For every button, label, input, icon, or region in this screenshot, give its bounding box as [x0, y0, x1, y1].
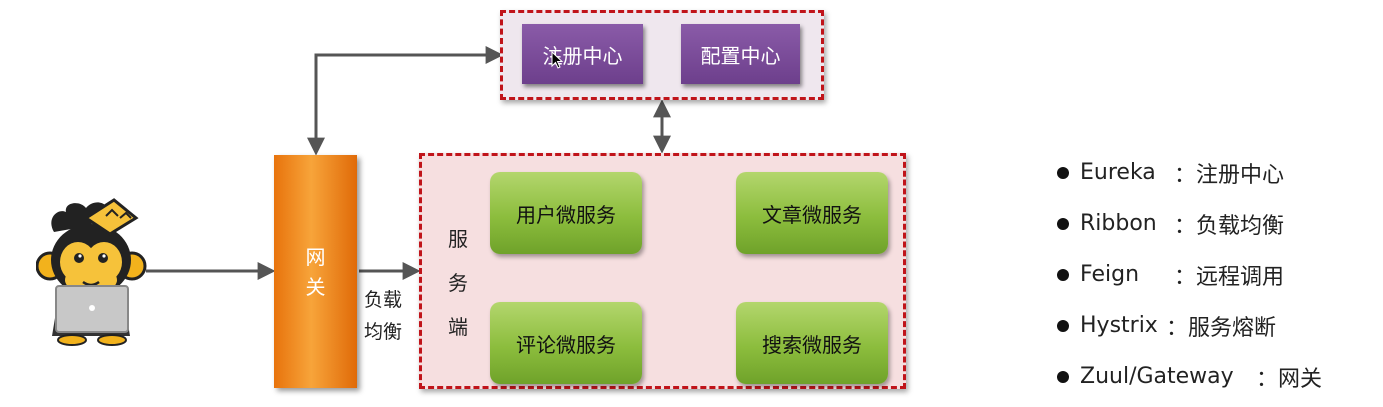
legend-item-eureka: Eureka ： 注册中心	[1057, 147, 1322, 198]
legend-item-feign: Feign ： 远程调用	[1057, 249, 1322, 300]
gateway-label-line1: 网	[305, 244, 326, 269]
bullet-icon	[1057, 166, 1069, 179]
client-mascot-icon	[36, 198, 147, 346]
search-service-label: 搜索微服务	[762, 332, 862, 357]
comment-service-box: 评论微服务	[490, 302, 642, 384]
legend-desc: 远程调用	[1196, 264, 1285, 290]
server-side-char-1: 服	[448, 227, 468, 251]
component-legend: Eureka ： 注册中心 Ribbon ： 负载均衡 Feign ： 远程调用…	[1057, 147, 1322, 402]
server-side-char-2: 务	[448, 271, 468, 295]
article-service-label: 文章微服务	[762, 202, 862, 227]
legend-separator: ：	[1174, 162, 1197, 188]
legend-term: Hystrix	[1080, 313, 1158, 338]
legend-term: Zuul/Gateway	[1080, 364, 1234, 389]
legend-separator: ：	[1256, 366, 1279, 392]
legend-separator: ：	[1174, 213, 1197, 239]
load-balance-line1: 负载	[364, 289, 403, 311]
bullet-icon	[1057, 319, 1069, 332]
bullet-icon	[1057, 217, 1069, 230]
gateway-label-line2: 关	[305, 274, 326, 299]
config-center-box: 配置中心	[681, 24, 800, 84]
search-service-box: 搜索微服务	[736, 302, 888, 384]
server-side-char-3: 端	[448, 315, 468, 339]
config-center-label: 配置中心	[700, 43, 781, 68]
legend-term: Ribbon	[1080, 211, 1157, 236]
legend-item-ribbon: Ribbon ： 负载均衡	[1057, 198, 1322, 249]
server-side-label: 服 务 端	[443, 217, 473, 349]
mouse-cursor-icon	[551, 51, 564, 69]
legend-desc: 网关	[1278, 366, 1323, 392]
legend-separator: ：	[1174, 264, 1197, 290]
legend-item-hystrix: Hystrix ： 服务熔断	[1057, 300, 1322, 351]
bullet-icon	[1057, 268, 1069, 281]
legend-term: Eureka	[1080, 160, 1156, 185]
legend-desc: 负载均衡	[1196, 213, 1285, 239]
legend-item-zuul-gateway: Zuul/Gateway ： 网关	[1057, 351, 1322, 402]
legend-desc: 注册中心	[1196, 162, 1285, 188]
comment-service-label: 评论微服务	[516, 332, 616, 357]
legend-separator: ：	[1166, 315, 1189, 341]
user-service-box: 用户微服务	[490, 172, 642, 254]
legend-term: Feign	[1080, 262, 1140, 287]
user-service-label: 用户微服务	[516, 202, 616, 227]
legend-desc: 服务熔断	[1188, 315, 1277, 341]
gateway-box: 网 关	[274, 155, 357, 388]
load-balance-line2: 均衡	[364, 321, 403, 343]
bullet-icon	[1057, 370, 1069, 383]
gateway-registry-arrow	[307, 46, 504, 156]
article-service-box: 文章微服务	[736, 172, 888, 254]
register-center-box: 注册中心	[522, 24, 643, 84]
load-balance-label: 负载 均衡	[364, 284, 402, 348]
